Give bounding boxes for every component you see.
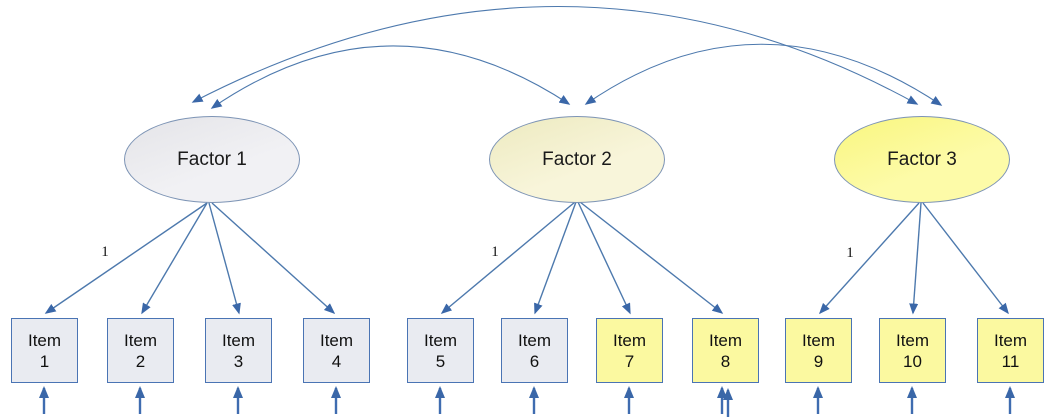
loading-arrow-f2-item5 xyxy=(440,201,576,314)
loading-label-f3: 1 xyxy=(846,245,854,261)
item-11-node: Item 11 xyxy=(977,318,1044,383)
item-9-word: Item xyxy=(801,330,836,350)
item-6-node: Item 6 xyxy=(501,318,568,383)
item-8-node: Item 8 xyxy=(692,318,759,383)
factor-1-node: Factor 1 xyxy=(124,116,300,203)
item-10-node: Item 10 xyxy=(879,318,946,383)
loading-arrow-f2-item8 xyxy=(579,201,724,314)
item-4-node: Item 4 xyxy=(303,318,370,383)
item-10-word: Item xyxy=(895,330,930,350)
loading-label-f2: 1 xyxy=(491,244,499,260)
item-9-number: 9 xyxy=(813,351,824,371)
item-11-word: Item xyxy=(993,330,1028,350)
loading-arrow-f1-item2 xyxy=(141,202,208,315)
covariance-arc-f1-f3 xyxy=(191,6,919,105)
loading-arrow-f1-item1 xyxy=(44,202,208,314)
item-2-word: Item xyxy=(123,330,158,350)
factor-3-node: Factor 3 xyxy=(834,116,1010,203)
item-8-number: 8 xyxy=(720,351,731,371)
covariance-arc-f1-f2 xyxy=(210,45,571,109)
item-6-number: 6 xyxy=(529,351,540,371)
item-1-node: Item 1 xyxy=(11,318,78,383)
loading-arrow-f3-item9 xyxy=(818,202,920,315)
item-1-number: 1 xyxy=(39,351,50,371)
item-3-word: Item xyxy=(221,330,256,350)
item-5-word: Item xyxy=(423,330,458,350)
item-1-word: Item xyxy=(27,330,62,350)
loading-arrow-f1-item4 xyxy=(211,202,336,315)
item-5-node: Item 5 xyxy=(407,318,474,383)
item-11-number: 11 xyxy=(1001,351,1020,371)
item-7-node: Item 7 xyxy=(596,318,663,383)
item-7-word: Item xyxy=(612,330,647,350)
loading-arrow-f3-item11 xyxy=(922,202,1009,315)
loading-arrow-f3-item10 xyxy=(909,202,922,315)
item-5-number: 5 xyxy=(435,351,446,371)
item-6-word: Item xyxy=(517,330,552,350)
factor-2-node: Factor 2 xyxy=(489,116,665,203)
item-4-number: 4 xyxy=(331,351,342,371)
item-2-number: 2 xyxy=(135,351,146,371)
item-8-word: Item xyxy=(708,330,743,350)
item-9-node: Item 9 xyxy=(785,318,852,383)
item-3-node: Item 3 xyxy=(205,318,272,383)
item-3-number: 3 xyxy=(233,351,244,371)
item-7-number: 7 xyxy=(624,351,635,371)
loading-arrow-f2-item7 xyxy=(577,201,631,315)
covariance-arc-f2-f3 xyxy=(584,43,943,106)
item-2-node: Item 2 xyxy=(107,318,174,383)
loading-arrow-f1-item3 xyxy=(208,202,241,315)
factor-2-label: Factor 2 xyxy=(542,148,612,170)
loading-arrow-f2-item6 xyxy=(534,201,577,315)
item-10-number: 10 xyxy=(903,351,922,371)
loading-label-f1: 1 xyxy=(101,244,109,260)
factor-1-label: Factor 1 xyxy=(177,148,247,170)
item-4-word: Item xyxy=(319,330,354,350)
factor-3-label: Factor 3 xyxy=(887,148,957,170)
